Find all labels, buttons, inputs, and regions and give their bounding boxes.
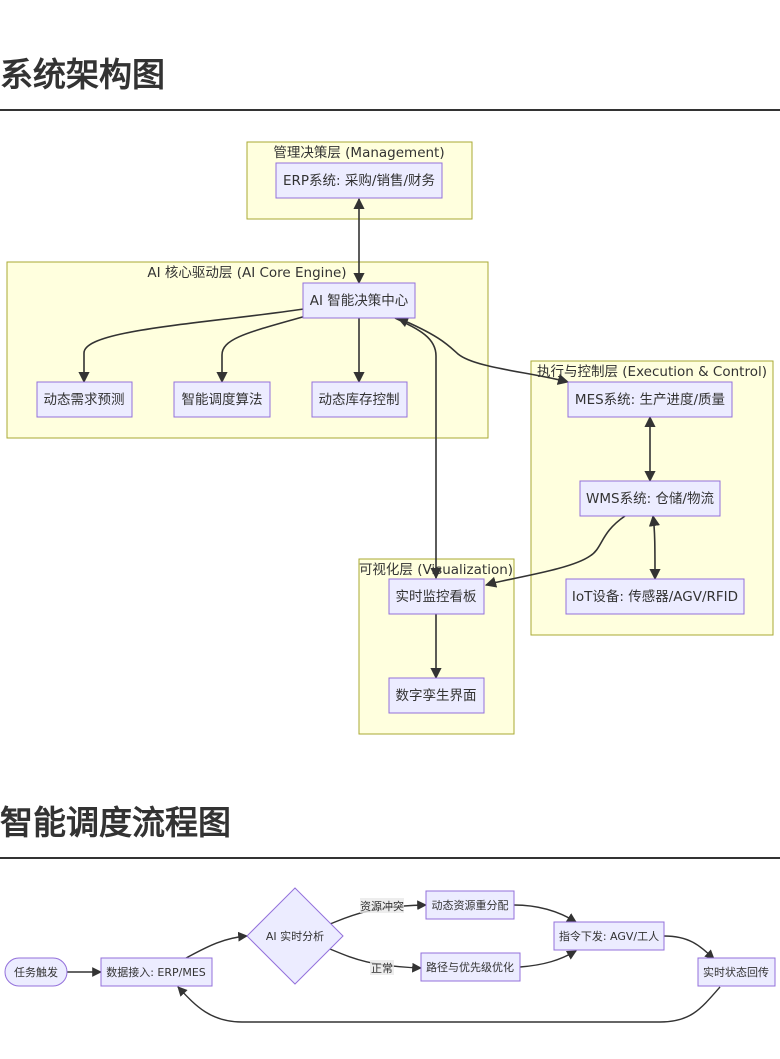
edge-wms-iot — [648, 514, 661, 581]
edge-label-normal-text: 正常 — [371, 962, 393, 975]
node-demand-forecast-label: 动态需求预测 — [44, 392, 125, 408]
architecture-edges — [78, 197, 661, 680]
flow-node-data-ingest-label: 数据接入: ERP/MES — [106, 965, 206, 979]
node-iot-label: IoT设备: 传感器/AGV/RFID — [572, 588, 738, 605]
flow-node-path-opt-label: 路径与优先级优化 — [426, 960, 514, 974]
flow-node-dispatch[interactable]: 指令下发: AGV/工人 — [553, 921, 665, 951]
edge-dispatch-feedback — [663, 935, 715, 960]
edge-ai-forecast — [78, 308, 305, 384]
node-digital-twin[interactable]: 数字孪生界面 — [388, 677, 485, 714]
group-management-label: 管理决策层 (Management) — [273, 144, 444, 161]
edge-ingest-analysis — [185, 931, 248, 959]
architecture-title-rule — [0, 109, 780, 111]
node-ai-center-label: AI 智能决策中心 — [310, 292, 409, 309]
edge-path-dispatch — [519, 950, 577, 968]
group-ai-core-label: AI 核心驱动层 (AI Core Engine) — [147, 265, 346, 281]
node-erp[interactable]: ERP系统: 采购/销售/财务 — [275, 162, 443, 199]
flow-node-trigger[interactable]: 任务触发 — [4, 957, 68, 987]
node-dashboard[interactable]: 实时监控看板 — [388, 578, 485, 615]
flow-node-data-ingest[interactable]: 数据接入: ERP/MES — [100, 957, 213, 987]
edge-ai-mes — [396, 316, 570, 385]
node-wms[interactable]: WMS系统: 仓储/物流 — [579, 480, 721, 517]
edge-label-conflict-text: 资源冲突 — [360, 899, 404, 913]
node-dashboard-label: 实时监控看板 — [396, 589, 477, 605]
flow-node-ai-analysis[interactable]: AI 实时分析 — [246, 887, 344, 985]
node-digital-twin-label: 数字孪生界面 — [396, 687, 477, 704]
edge-ai-scheduling — [216, 315, 307, 384]
flow-node-ai-analysis-label: AI 实时分析 — [266, 929, 324, 943]
flow-edges — [67, 900, 721, 1023]
node-scheduling-algo[interactable]: 智能调度算法 — [173, 381, 271, 418]
flow-node-trigger-label: 任务触发 — [14, 965, 58, 979]
flow-node-path-opt[interactable]: 路径与优先级优化 — [420, 952, 521, 982]
flow-node-realloc-label: 动态资源重分配 — [432, 898, 509, 912]
node-mes[interactable]: MES系统: 生产进度/质量 — [567, 381, 733, 418]
flow-title: 智能调度流程图 — [0, 803, 231, 842]
edge-realloc-dispatch — [513, 904, 577, 923]
node-erp-label: ERP系统: 采购/销售/财务 — [283, 173, 435, 189]
node-ai-center[interactable]: AI 智能决策中心 — [302, 282, 416, 319]
flow-node-dispatch-label: 指令下发: AGV/工人 — [559, 929, 659, 943]
flow-node-feedback-label: 实时状态回传 — [703, 965, 769, 979]
node-inventory-control-label: 动态库存控制 — [319, 392, 400, 408]
flow-title-rule — [0, 857, 780, 859]
flow-node-feedback[interactable]: 实时状态回传 — [697, 957, 776, 987]
node-mes-label: MES系统: 生产进度/质量 — [575, 392, 725, 408]
node-scheduling-algo-label: 智能调度算法 — [182, 392, 263, 408]
node-demand-forecast[interactable]: 动态需求预测 — [36, 381, 133, 418]
group-execution-label: 执行与控制层 (Execution & Control) — [537, 364, 767, 380]
node-iot[interactable]: IoT设备: 传感器/AGV/RFID — [565, 578, 745, 615]
node-inventory-control[interactable]: 动态库存控制 — [311, 381, 408, 418]
flow-node-realloc[interactable]: 动态资源重分配 — [425, 890, 515, 920]
edge-feedback-ingest — [177, 986, 721, 1023]
edge-wms-dashboard — [484, 515, 626, 588]
edge-ai-dashboard — [394, 317, 442, 580]
edge-label-conflict: 资源冲突 — [360, 898, 404, 913]
edge-label-normal: 正常 — [370, 960, 394, 975]
edge-analysis-path — [329, 948, 422, 973]
node-wms-label: WMS系统: 仓储/物流 — [586, 491, 714, 507]
architecture-title: 系统架构图 — [0, 55, 165, 94]
